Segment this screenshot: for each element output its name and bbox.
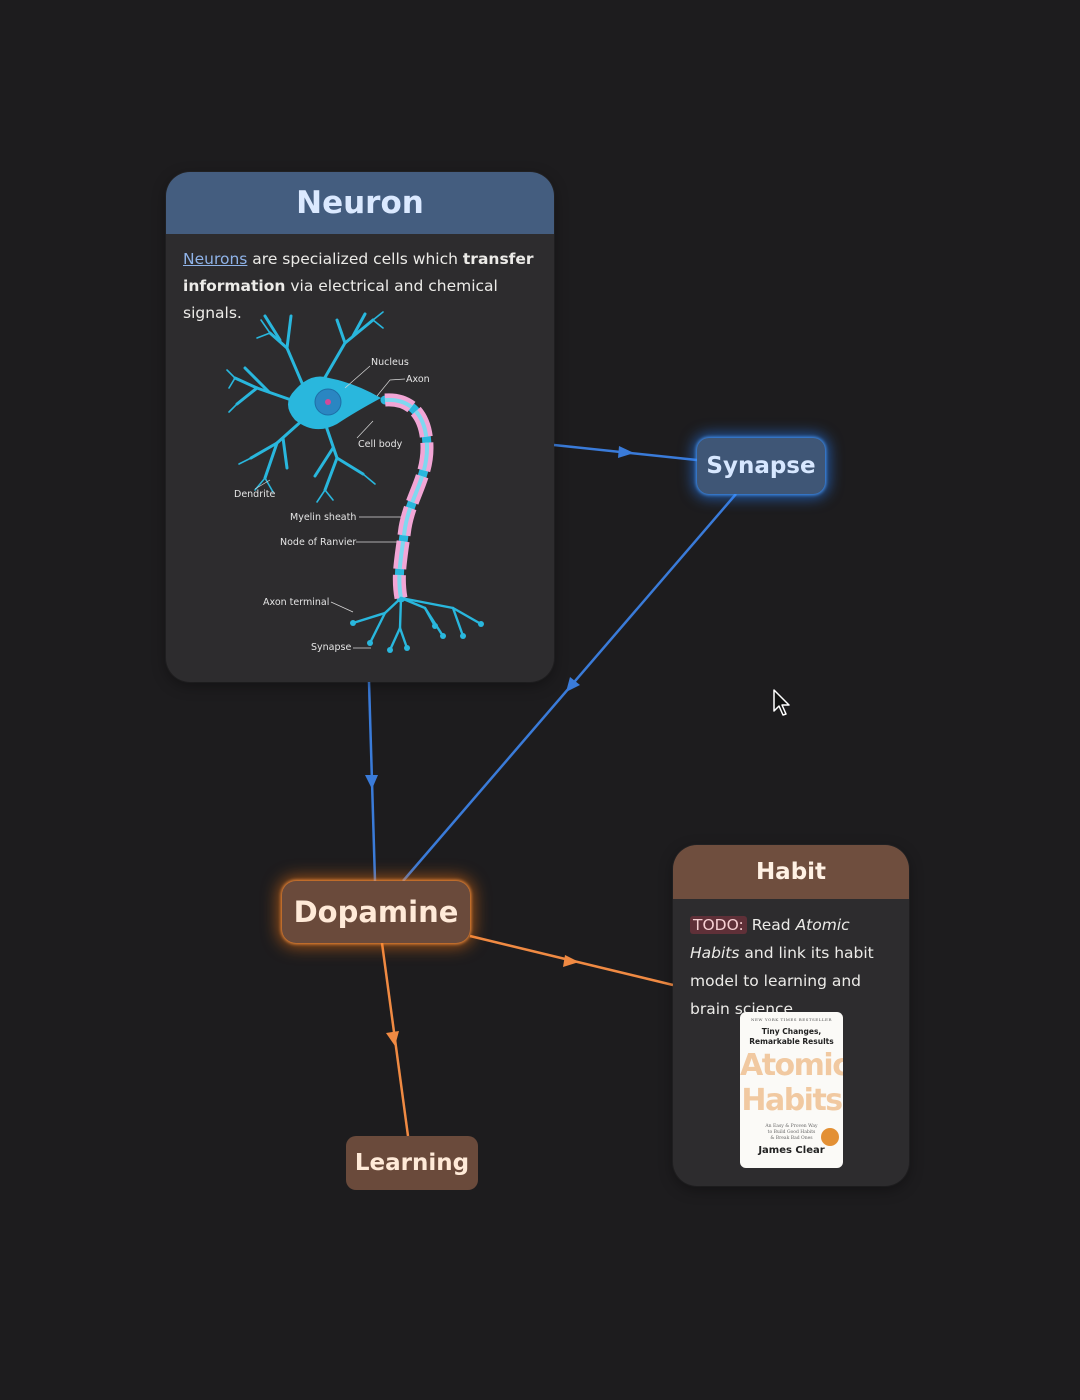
neuron-text-1: are specialized cells which	[247, 250, 463, 268]
book-subtitle-1: An Easy & Proven Way	[765, 1124, 818, 1129]
edge-neuron-synapse[interactable]	[553, 443, 698, 462]
habit-node-title: Habit	[673, 845, 909, 899]
synapse-node[interactable]: Synapse	[697, 438, 825, 494]
edge-neuron-dopamine[interactable]	[365, 681, 378, 882]
neuron-node-description: Neurons are specialized cells which tran…	[166, 234, 554, 327]
learning-node[interactable]: Learning	[346, 1136, 478, 1190]
label-synapse: Synapse	[311, 642, 351, 653]
book-top-line: NEW YORK TIMES BESTSELLER	[751, 1017, 832, 1022]
habit-book-title: Atomic Habits	[690, 916, 850, 962]
neuron-text-2: via electrical and chemical signals.	[183, 277, 498, 322]
atomic-habits-book-cover: NEW YORK TIMES BESTSELLER Tiny Changes, …	[740, 1012, 843, 1168]
dendrites	[233, 312, 375, 492]
book-badge-icon	[821, 1128, 839, 1146]
book-title-2: Habits	[741, 1083, 843, 1118]
label-dendrite: Dendrite	[234, 489, 275, 500]
label-myelin-sheath: Myelin sheath	[290, 512, 356, 523]
synapse-node-label: Synapse	[706, 453, 816, 479]
book-author: James Clear	[758, 1145, 825, 1156]
habit-node-description: TODO: Read Atomic Habits and link its ha…	[673, 899, 909, 1023]
neuron-node-title: Neuron	[166, 172, 554, 234]
label-nucleus: Nucleus	[371, 357, 409, 368]
habit-text-1: Read	[746, 916, 796, 934]
book-subtitle-2: to Build Good Habits	[767, 1130, 816, 1135]
book-title: Atomic Habits	[740, 1048, 843, 1118]
edge-dopamine-habit[interactable]	[469, 934, 674, 987]
book-tagline-1: Tiny Changes,	[761, 1027, 822, 1036]
neuron-node-card[interactable]: Neuron Neurons are specialized cells whi…	[166, 172, 554, 682]
mouse-pointer-icon	[773, 689, 790, 716]
dopamine-node-label: Dopamine	[293, 895, 459, 929]
edge-dopamine-learning[interactable]	[380, 942, 410, 1137]
todo-tag: TODO:	[690, 916, 747, 934]
learning-node-label: Learning	[354, 1150, 470, 1176]
book-title-1: Atomic	[740, 1048, 843, 1083]
book-subtitle-3: & Break Bad Ones	[770, 1136, 813, 1141]
label-axon-terminal: Axon terminal	[263, 597, 329, 608]
book-tagline-2: Remarkable Results	[749, 1037, 834, 1046]
myelin-sheath-shape	[384, 393, 434, 600]
neuron-bold-text: transfer information	[183, 250, 534, 295]
book-subtitle: An Easy & Proven Way to Build Good Habit…	[740, 1124, 843, 1142]
edge-synapse-dopamine[interactable]	[402, 493, 737, 882]
book-tagline: Tiny Changes, Remarkable Results	[740, 1027, 843, 1047]
label-axon: Axon	[406, 374, 430, 385]
neurons-link[interactable]: Neurons	[183, 250, 248, 268]
dopamine-node[interactable]: Dopamine	[282, 881, 470, 943]
habit-text-2: and link its habit model to learning and…	[690, 944, 874, 1018]
label-node-of-ranvier: Node of Ranvier	[280, 537, 356, 548]
label-cell-body: Cell body	[358, 439, 403, 450]
neuron-diagram-image: Nucleus Axon Cell body Dendrite Myelin s…	[226, 311, 484, 653]
